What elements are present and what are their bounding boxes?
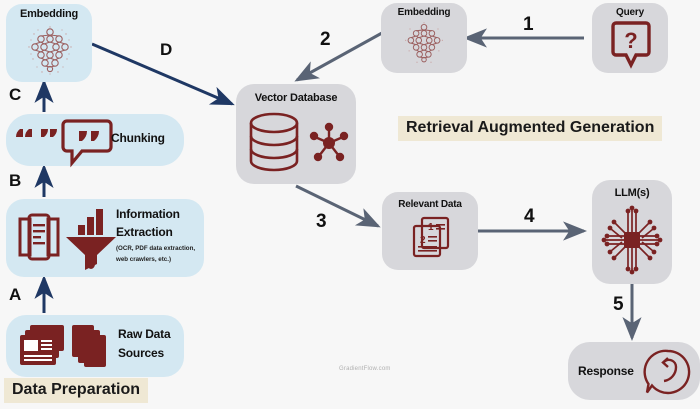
database-cylinder-icon xyxy=(249,112,299,172)
node-query-label: Query xyxy=(616,7,644,18)
stacked-documents-icon xyxy=(20,325,106,367)
edge-label-1: 1 xyxy=(523,14,534,35)
edge-label-C: C xyxy=(9,85,22,104)
node-information-extraction[interactable]: Information Extraction (OCR, PDF data ex… xyxy=(6,199,204,277)
numbered-documents-icon: 1 2 xyxy=(412,216,450,258)
node-vector-database-label: Vector Database xyxy=(254,92,338,104)
edge-label-5: 5 xyxy=(613,294,624,315)
quote-bubble-icon xyxy=(16,119,113,168)
neural-network-icon xyxy=(405,22,443,63)
svg-text:1: 1 xyxy=(428,222,434,233)
neural-network-icon xyxy=(28,26,72,75)
edge-label-2: 2 xyxy=(320,29,331,50)
node-chunking-label: Chunking xyxy=(111,131,165,145)
document-scan-icon xyxy=(18,213,60,261)
vector-nodes-icon xyxy=(309,122,349,162)
node-chunking[interactable]: Chunking xyxy=(6,114,184,168)
svg-text:?: ? xyxy=(624,28,637,53)
node-information-extraction-label-line1: Information xyxy=(116,207,180,221)
node-llm[interactable]: LLM(s) xyxy=(592,180,672,284)
svg-text:2: 2 xyxy=(420,235,426,246)
node-embedding-left[interactable]: Embedding xyxy=(6,4,92,82)
node-llm-label: LLM(s) xyxy=(614,187,650,199)
node-information-extraction-sublabel-line2: web crawlers, etc.) xyxy=(116,256,172,263)
edge-label-D: D xyxy=(160,40,173,59)
node-raw-data-sources-label-line1: Raw Data xyxy=(118,327,171,341)
reply-bubble-icon xyxy=(643,349,691,395)
node-embedding-right-label: Embedding xyxy=(397,7,451,18)
edge-label-4: 4 xyxy=(524,206,535,227)
node-embedding-right[interactable]: Embedding xyxy=(381,3,467,73)
node-response-label: Response xyxy=(578,364,634,378)
node-relevant-data-label: Relevant Data xyxy=(398,199,462,210)
section-banner: Data Preparation xyxy=(4,378,149,403)
node-response[interactable]: Response xyxy=(568,342,700,400)
node-information-extraction-label-line2: Extraction xyxy=(116,225,173,239)
title-banner: Retrieval Augmented Generation xyxy=(398,116,663,141)
edge-label-B: B xyxy=(9,171,22,190)
chip-icon xyxy=(601,205,663,275)
edge-3 xyxy=(295,184,381,228)
node-information-extraction-sublabel-line1: (OCR, PDF data extraction, xyxy=(116,245,196,252)
edge-2 xyxy=(294,31,383,82)
question-bubble-icon: ? xyxy=(611,21,651,69)
node-raw-data-sources-label-line2: Sources xyxy=(118,346,164,360)
node-raw-data-sources[interactable]: Raw Data Sources xyxy=(6,315,184,377)
edge-label-3: 3 xyxy=(316,211,327,232)
edge-label-A: A xyxy=(9,285,22,304)
node-vector-database[interactable]: Vector Database xyxy=(236,84,356,184)
funnel-chart-icon xyxy=(66,209,116,270)
node-embedding-left-label: Embedding xyxy=(19,8,79,20)
watermark: GradientFlow.com xyxy=(339,366,391,372)
node-relevant-data[interactable]: Relevant Data 1 2 xyxy=(382,192,478,270)
node-query[interactable]: Query ? xyxy=(592,3,668,73)
